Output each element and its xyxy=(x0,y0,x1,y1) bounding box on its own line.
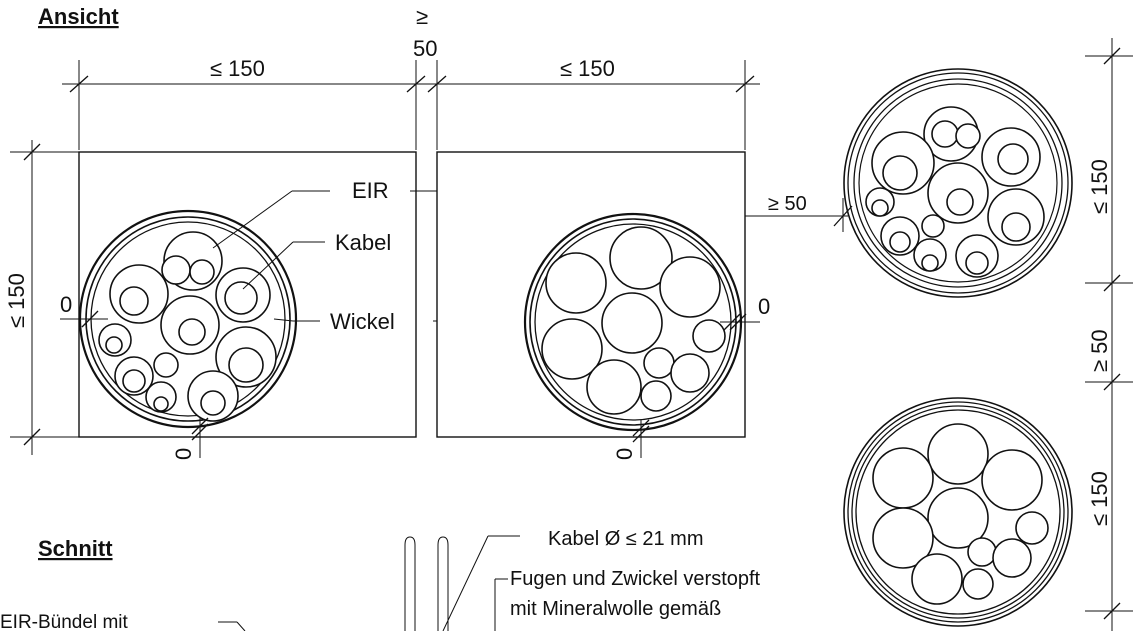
left-zero-vertical: 0 xyxy=(171,448,196,460)
top-dimension-line xyxy=(62,60,760,150)
right-top-cable-bundle xyxy=(843,68,1073,298)
right-dimension-line xyxy=(1085,38,1133,631)
middle-zero-ticks xyxy=(632,313,760,458)
left-zero-ticks xyxy=(60,310,209,458)
right-bottom-cable-bundle xyxy=(843,397,1073,627)
dim-gap-value: 50 xyxy=(413,36,437,61)
middle-zero-horizontal: 0 xyxy=(758,294,770,319)
wrap-label: Wickel xyxy=(330,309,395,334)
view-heading: Ansicht xyxy=(38,4,119,29)
section-heading: Schnitt xyxy=(38,536,113,561)
dim-gap-symbol: ≥ xyxy=(416,4,428,29)
dim-distance: ≥ 50 xyxy=(768,193,807,215)
middle-zero-vertical: 0 xyxy=(612,448,637,460)
left-dimension-line xyxy=(10,140,80,455)
section-cable-sketch xyxy=(218,535,520,631)
distance-to-bundle xyxy=(745,198,853,232)
eir-label: EIR xyxy=(352,178,389,203)
joints-note-line1: Fugen und Zwickel verstopft xyxy=(510,568,761,590)
dim-height-right-top: ≤ 150 xyxy=(1087,159,1112,214)
dim-height-left: ≤ 150 xyxy=(4,273,29,328)
middle-cable-bundle xyxy=(523,212,743,432)
left-cable-bundle xyxy=(78,209,298,429)
eir-bundle-note: EIR-Bündel mit xyxy=(0,612,128,631)
cable-diameter-note: Kabel Ø ≤ 21 mm xyxy=(548,528,703,550)
left-zero-horizontal: 0 xyxy=(60,292,72,317)
dim-height-right-bottom: ≤ 150 xyxy=(1087,471,1112,526)
cable-label: Kabel xyxy=(335,230,391,255)
dim-gap-vertical: ≥ 50 xyxy=(1087,329,1112,372)
dim-width-left: ≤ 150 xyxy=(210,56,265,81)
joints-note-line2: mit Mineralwolle gemäß xyxy=(510,598,721,620)
dim-width-right: ≤ 150 xyxy=(560,56,615,81)
